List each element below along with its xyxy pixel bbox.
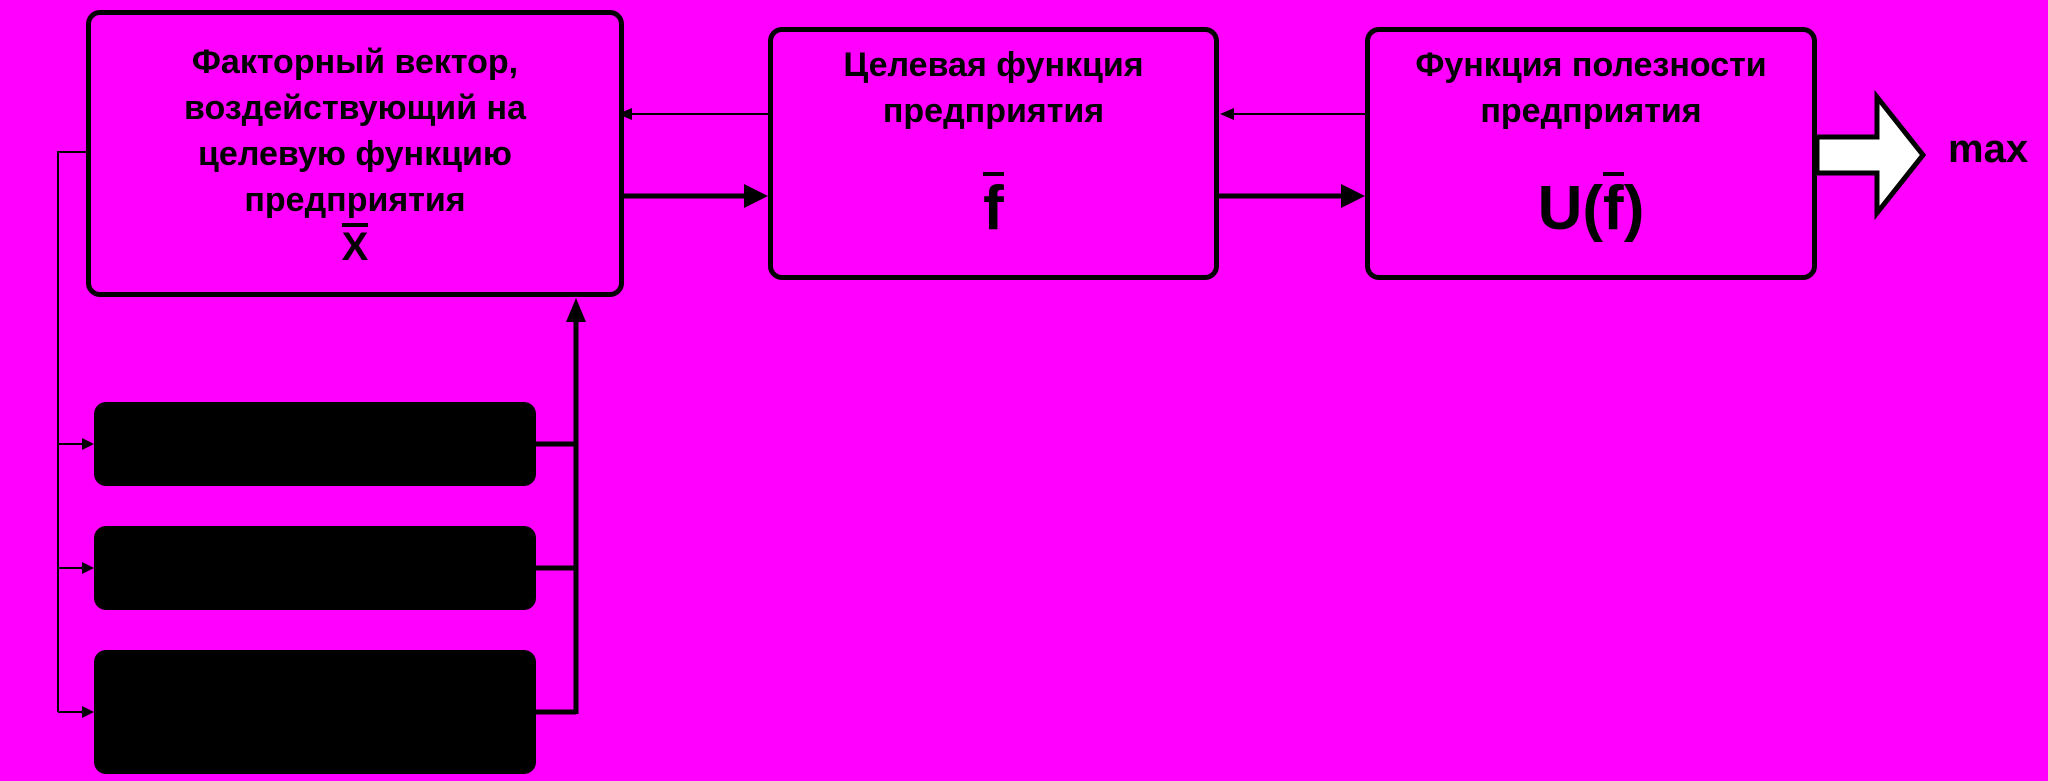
bus-branch-1-arrowhead — [82, 438, 94, 450]
output-max-label: max — [1948, 127, 2029, 171]
bus-branch-3-arrowhead — [82, 706, 94, 718]
factor-source-box-2 — [94, 526, 536, 610]
utility-function-label: Функция полезности предприятия — [1415, 46, 1767, 130]
factor-source-box-1 — [94, 402, 536, 486]
factor-source-box-3 — [94, 650, 536, 774]
factor-vector-box: Факторный вектор, воздействующий на целе… — [86, 10, 624, 297]
target-function-symbol: f — [983, 172, 1004, 243]
feedback-arrowhead-factor — [618, 108, 632, 120]
arrowhead-target — [744, 184, 768, 208]
feedback-arrowhead-target — [1220, 108, 1234, 120]
collector-arrowhead — [566, 298, 586, 322]
target-function-label: Целевая функция предприятия — [843, 46, 1144, 130]
utility-function-symbol: U(f) — [1537, 172, 1645, 243]
bus-branch-2-arrowhead — [82, 562, 94, 574]
target-function-box: Целевая функция предприятия f — [768, 27, 1219, 280]
output-arrow — [1814, 89, 1927, 221]
left-feedback-bus — [57, 151, 86, 712]
factor-vector-symbol: X — [341, 223, 369, 269]
arrowhead-utility — [1341, 184, 1365, 208]
factor-vector-label: Факторный вектор, воздействующий на целе… — [183, 43, 526, 219]
utility-function-box: Функция полезности предприятия U(f) — [1365, 27, 1817, 280]
